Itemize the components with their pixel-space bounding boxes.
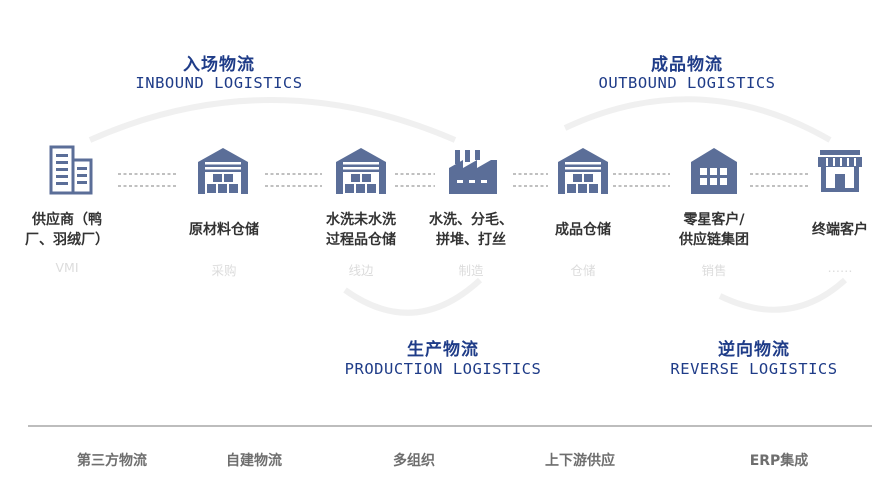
production-title-en: PRODUCTION LOGISTICS xyxy=(344,360,542,378)
footer-self-built: 自建物流 xyxy=(226,453,282,469)
node-sub-sales: 销售 xyxy=(701,263,727,278)
node-sub-manufacture: 制造 xyxy=(458,263,484,278)
outbound-title-en: OUTBOUND LOGISTICS xyxy=(598,74,776,92)
footer-third-party: 第三方物流 xyxy=(77,453,147,469)
factory-icon xyxy=(449,150,497,194)
distribution-center-icon xyxy=(691,148,737,194)
inbound-title-en: INBOUND LOGISTICS xyxy=(135,74,303,92)
node-label-supplier: 供应商（鸭 厂、羽绒厂） xyxy=(25,212,109,248)
node-label-raw-material: 原材料仓储 xyxy=(189,222,259,238)
outbound-title-cn: 成品物流 xyxy=(651,55,723,75)
store-icon xyxy=(818,150,862,192)
node-label-finished-storage: 成品仓储 xyxy=(555,222,611,238)
node-sub-vmi: VMI xyxy=(55,260,79,275)
connector-arrows xyxy=(118,173,808,187)
outbound-arc xyxy=(563,96,832,143)
node-label-distributor: 零星客户/ 供应链集团 xyxy=(679,212,749,248)
footer-divider xyxy=(28,425,872,427)
footer-erp: ERP集成 xyxy=(749,453,809,469)
node-label-manufacturing: 水洗、分毛、 拼堆、打丝 xyxy=(429,212,513,248)
node-sub-lineside: 线边 xyxy=(348,263,374,278)
node-sub-more: …… xyxy=(827,260,853,275)
inbound-title-cn: 入场物流 xyxy=(183,55,255,75)
reverse-arc xyxy=(718,277,848,313)
inbound-arc xyxy=(88,97,457,143)
warehouse-icon xyxy=(558,148,608,194)
production-title-cn: 生产物流 xyxy=(407,340,479,360)
footer-supply-chain: 上下游供应 xyxy=(545,453,615,469)
production-arc xyxy=(343,277,483,316)
node-sub-purchase: 采购 xyxy=(211,263,237,278)
building-icon xyxy=(49,145,93,195)
node-label-end-customer: 终端客户 xyxy=(812,222,868,238)
reverse-title-cn: 逆向物流 xyxy=(718,340,790,360)
node-sub-storage: 仓储 xyxy=(570,263,596,278)
reverse-title-en: REVERSE LOGISTICS xyxy=(670,360,838,378)
footer-multi-org: 多组织 xyxy=(393,453,435,469)
warehouse-icon xyxy=(198,148,248,194)
warehouse-icon xyxy=(336,148,386,194)
node-label-process-storage: 水洗未水洗 过程品仓储 xyxy=(326,212,396,248)
